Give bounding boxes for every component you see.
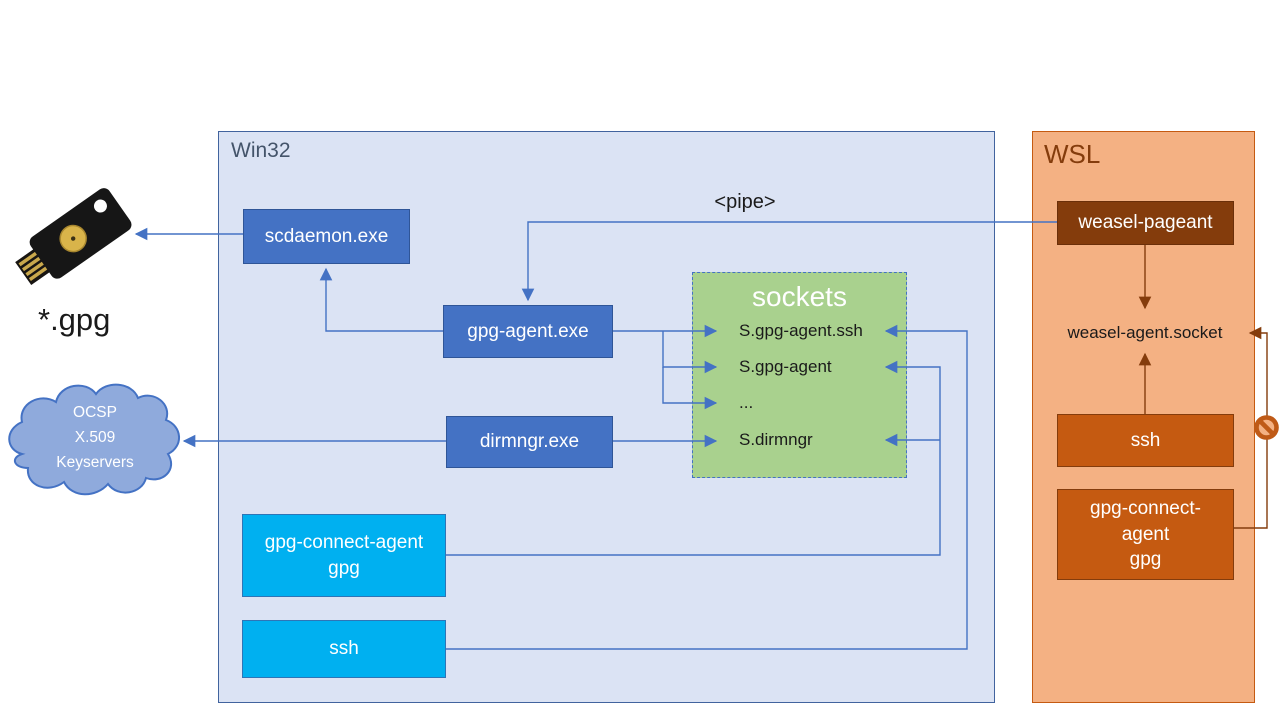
wsl-gpg-connect-agent-box: gpg-connect- agent gpg <box>1057 489 1234 580</box>
yubikey-icon <box>15 188 132 286</box>
cloud-line-keyservers: Keyservers <box>56 454 134 471</box>
wsl-ssh-box: ssh <box>1057 414 1234 467</box>
no-entry-icon <box>1254 415 1279 440</box>
gpg-files-label: *.gpg <box>38 302 111 337</box>
wsl-label: WSL <box>1044 139 1101 169</box>
gpg-connect-agent-line1: gpg-connect-agent <box>264 531 424 553</box>
socket-entry-ellipsis: ... <box>739 393 754 412</box>
wsl-gpg-connect-line1: gpg-connect- <box>1090 498 1201 520</box>
win32-gpg-connect-agent-box: gpg-connect-agent gpg <box>242 514 446 597</box>
scdaemon-box: scdaemon.exe <box>243 209 410 264</box>
keyservers-cloud-label: OCSP X.509 Keyservers <box>20 400 170 475</box>
cloud-line-x509: X.509 <box>74 429 116 446</box>
gpg-connect-agent-line2: gpg <box>328 557 360 579</box>
dirmngr-box: dirmngr.exe <box>446 416 613 468</box>
cloud-line-ocsp: OCSP <box>73 404 117 421</box>
wsl-gpg-connect-line2: agent <box>1121 523 1170 545</box>
keyservers-cloud-icon <box>8 383 180 496</box>
sockets-title: sockets <box>752 281 847 312</box>
pipe-annotation: <pipe> <box>714 191 776 213</box>
sockets-group: sockets S.gpg-agent.ssh S.gpg-agent ... … <box>692 272 907 478</box>
win32-ssh-box: ssh <box>242 620 446 678</box>
socket-entry-dirmngr: S.dirmngr <box>739 430 813 449</box>
socket-entry-gpg-agent-ssh: S.gpg-agent.ssh <box>739 321 863 340</box>
gpg-agent-box: gpg-agent.exe <box>443 305 613 358</box>
wsl-gpg-connect-line3: gpg <box>1129 549 1162 571</box>
socket-entry-gpg-agent: S.gpg-agent <box>739 357 832 376</box>
weasel-pageant-box: weasel-pageant <box>1057 201 1234 245</box>
win32-label: Win32 <box>231 139 291 162</box>
weasel-agent-socket-label: weasel-agent.socket <box>1067 323 1223 342</box>
